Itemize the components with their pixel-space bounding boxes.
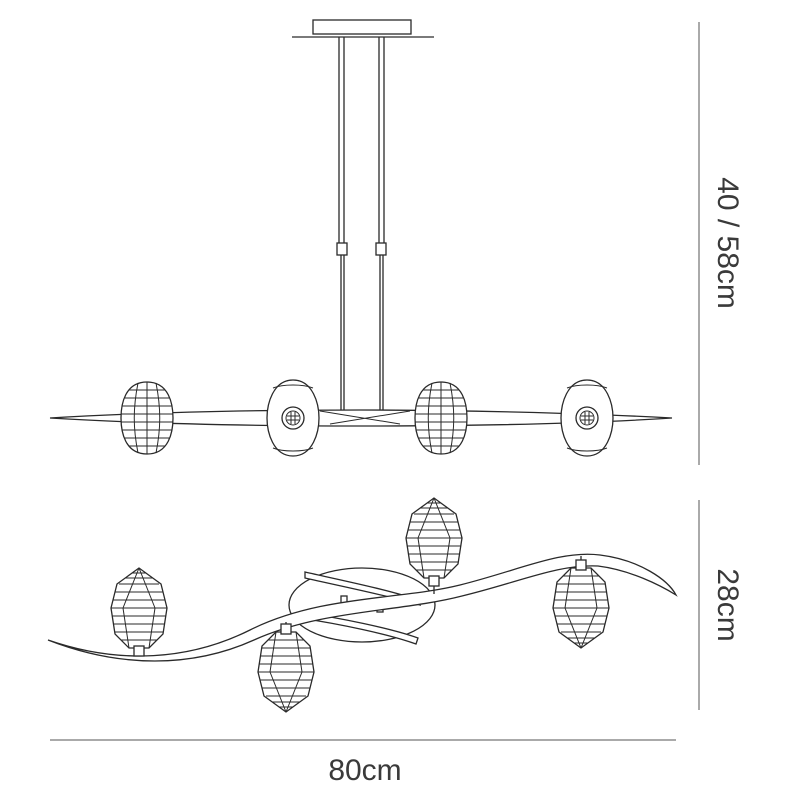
top-shade-2 xyxy=(257,623,315,713)
suspension-rods xyxy=(336,37,387,412)
rod-clamp-right xyxy=(375,242,387,256)
dimension-lines xyxy=(50,22,700,741)
width-dimension-label: 80cm xyxy=(328,754,401,787)
top-view xyxy=(47,497,678,713)
top-shade-1 xyxy=(110,567,168,657)
top-shade-3 xyxy=(405,497,463,587)
front-shade-3 xyxy=(414,381,468,455)
top-shade-4 xyxy=(552,559,610,649)
rod-clamp-left xyxy=(336,242,348,256)
ceiling-canopy xyxy=(312,19,412,35)
height-dimension-label: 40 / 58cm xyxy=(711,177,744,309)
front-shade-2 xyxy=(266,379,320,457)
cross-bar-lower xyxy=(299,611,419,645)
depth-dimension-label: 28cm xyxy=(711,568,744,641)
front-shade-4 xyxy=(560,379,614,457)
front-shade-1 xyxy=(120,381,174,455)
front-view xyxy=(49,19,673,457)
